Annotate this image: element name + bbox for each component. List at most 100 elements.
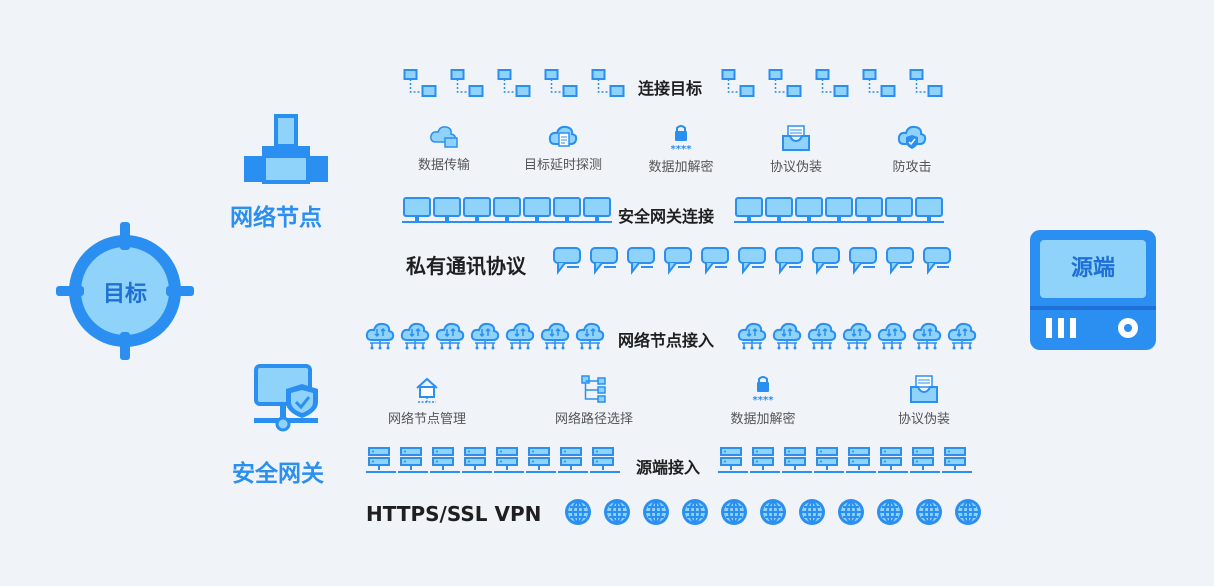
- network-link-icon: [814, 68, 851, 102]
- server-rack-icon: [494, 446, 524, 476]
- globe-icon: [718, 496, 750, 528]
- chat-icon: [811, 246, 841, 276]
- network-link-icon: [767, 68, 804, 102]
- server-rack-icon: [910, 446, 940, 476]
- network-link-icon: [402, 68, 439, 102]
- monitor-icon: [522, 196, 552, 226]
- feature-label: 网络节点管理: [387, 412, 466, 427]
- https-vpn-label: HTTPS/SSL VPN: [366, 502, 542, 526]
- monitor-icon: [432, 196, 462, 226]
- node-access-right-icons: [736, 320, 978, 352]
- monitor-icon: [854, 196, 884, 226]
- lock-icon: ****: [753, 376, 775, 406]
- chat-icon: [552, 246, 582, 276]
- chat-icon: [737, 246, 767, 276]
- globe-icon: [952, 496, 984, 528]
- cloud-doc-icon: [548, 125, 578, 147]
- chat-icon: [700, 246, 730, 276]
- server-rack-icon: [750, 446, 780, 476]
- cloud-node-icon: [911, 320, 943, 352]
- svg-text:****: ****: [671, 144, 693, 152]
- tree-icon: [581, 375, 606, 403]
- server-rack-icon: [814, 446, 844, 476]
- feature-data-transfer: 数据传输: [404, 124, 484, 173]
- feature-label: 目标延时探测: [523, 158, 602, 173]
- monitor-icon: [824, 196, 854, 226]
- server-rack-icon: [846, 446, 876, 476]
- inbox-icon: [910, 375, 938, 403]
- server-rack-icon: [558, 446, 588, 476]
- chat-icon: [589, 246, 619, 276]
- connect-target-left-icons: [402, 68, 627, 102]
- feature-latency-probe: 目标延时探测: [515, 124, 611, 173]
- network-link-icon: [720, 68, 757, 102]
- monitor-icon: [402, 196, 432, 226]
- cloud-transfer-icon: [430, 126, 458, 148]
- network-link-icon: [449, 68, 486, 102]
- node-access-left-icons: [364, 320, 606, 352]
- server-rack-icon: [398, 446, 428, 476]
- feature-protocol-disguise-bottom: 协议伪装: [886, 374, 962, 427]
- feature-label: 防攻击: [892, 160, 932, 175]
- monitor-icon: [764, 196, 794, 226]
- network-node-label: 网络节点: [230, 205, 322, 231]
- network-link-icon: [496, 68, 533, 102]
- feature-label: 数据加解密: [730, 412, 796, 427]
- cloud-node-icon: [841, 320, 873, 352]
- source-access-label: 源端接入: [636, 458, 701, 477]
- gateway-connect-label: 安全网关连接: [618, 207, 715, 226]
- chat-icon: [626, 246, 656, 276]
- feature-label: 协议伪装: [769, 160, 822, 175]
- feature-anti-attack: 防攻击: [880, 124, 944, 175]
- server-rack-icon: [718, 446, 748, 476]
- server-rack-icon: [590, 446, 620, 476]
- feature-label: 网络路径选择: [554, 412, 633, 427]
- connect-target-right-icons: [720, 68, 945, 102]
- globe-icon: [640, 496, 672, 528]
- globe-icon: [679, 496, 711, 528]
- svg-text:****: ****: [753, 395, 775, 404]
- cloud-node-icon: [504, 320, 536, 352]
- lock-icon: ****: [671, 125, 693, 155]
- monitor-icon: [734, 196, 764, 226]
- monitor-icon: [552, 196, 582, 226]
- cloud-node-icon: [469, 320, 501, 352]
- https-vpn-icons: [562, 496, 984, 528]
- cloud-node-icon: [364, 320, 396, 352]
- inbox-icon: [782, 125, 810, 151]
- feature-path-selection: 网络路径选择: [546, 374, 642, 427]
- feature-protocol-disguise-top: 协议伪装: [758, 124, 834, 175]
- cloud-node-icon: [876, 320, 908, 352]
- monitor-icon: [794, 196, 824, 226]
- source-access-left-icons: [366, 446, 620, 476]
- private-protocol-label: 私有通讯协议: [406, 254, 526, 278]
- cloud-node-icon: [434, 320, 466, 352]
- feature-label: 协议伪装: [897, 412, 950, 427]
- cloud-node-icon: [399, 320, 431, 352]
- home-icon: [416, 377, 438, 403]
- globe-icon: [874, 496, 906, 528]
- cloud-node-icon: [574, 320, 606, 352]
- chat-icon: [848, 246, 878, 276]
- server-icon: [1030, 230, 1156, 350]
- chat-icon: [774, 246, 804, 276]
- server-rack-icon: [430, 446, 460, 476]
- monitor-icon: [492, 196, 522, 226]
- network-link-icon: [543, 68, 580, 102]
- cloud-node-icon: [771, 320, 803, 352]
- globe-icon: [757, 496, 789, 528]
- security-gateway-label: 安全网关: [232, 461, 324, 487]
- monitor-icon: [884, 196, 914, 226]
- target-node: 目标: [52, 218, 198, 364]
- network-link-icon: [861, 68, 898, 102]
- node-access-label: 网络节点接入: [618, 331, 715, 350]
- feature-label: 数据加解密: [648, 160, 714, 175]
- gateway-connect-left-icons: [402, 196, 612, 226]
- server-rack-icon: [462, 446, 492, 476]
- cloud-node-icon: [946, 320, 978, 352]
- monitor-icon: [582, 196, 612, 226]
- network-link-icon: [908, 68, 945, 102]
- target-label: 目标: [102, 282, 147, 307]
- connect-target-label: 连接目标: [638, 79, 703, 98]
- server-rack-icon: [526, 446, 556, 476]
